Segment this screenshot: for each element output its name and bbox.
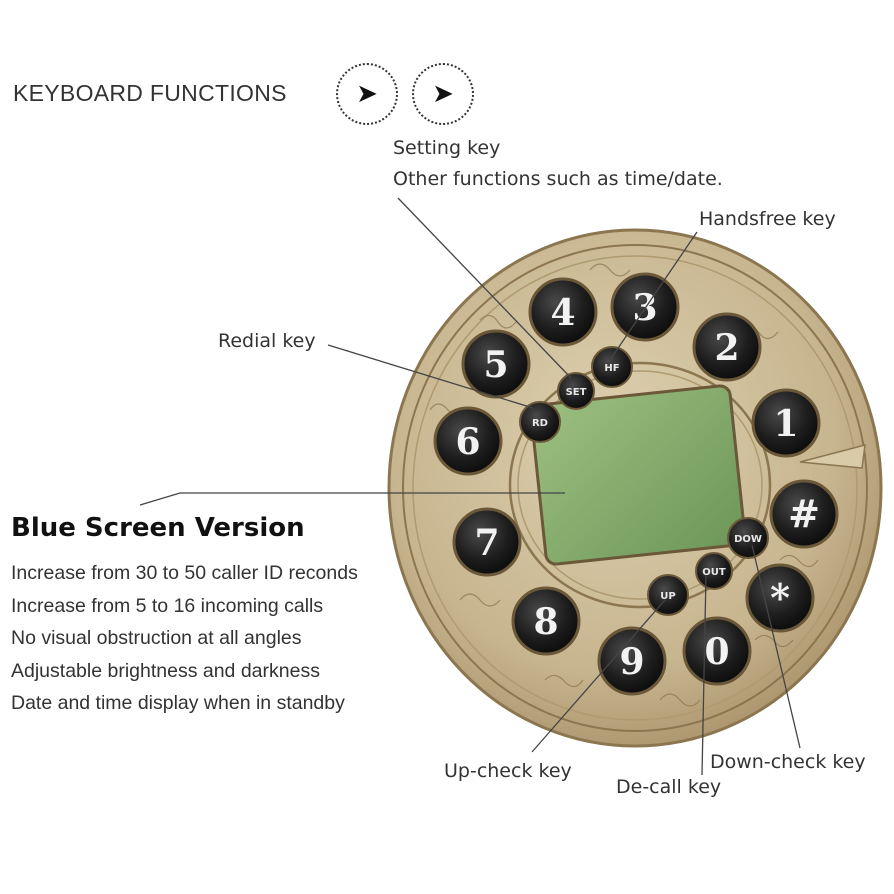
digit-key-label: 7: [474, 522, 499, 564]
function-key-label: DOW: [734, 534, 762, 545]
digit-key-9[interactable]: 9: [597, 626, 667, 696]
chevron-right-icon: ➤: [412, 63, 474, 125]
digit-key-0[interactable]: 0: [682, 616, 752, 686]
digit-key-8[interactable]: 8: [511, 586, 581, 656]
function-key-label: UP: [660, 591, 675, 602]
redial-key-label: Redial key: [218, 330, 316, 352]
digit-key-6[interactable]: 6: [433, 406, 503, 476]
digit-key-label: 5: [483, 344, 508, 386]
display-screen: [529, 384, 747, 566]
digit-key-4[interactable]: 4: [528, 277, 598, 347]
de-call-key-label: De-call key: [616, 776, 722, 798]
out-key[interactable]: OUT: [695, 552, 733, 590]
page-title: KEYBOARD FUNCTIONS: [13, 80, 287, 106]
digit-key-label: 2: [714, 327, 739, 369]
handsfree-key-label: Handsfree key: [699, 208, 836, 230]
feature-item: Increase from 30 to 50 caller ID reconds: [11, 562, 358, 584]
dow-key[interactable]: DOW: [727, 517, 769, 559]
digit-key-hash[interactable]: #: [769, 479, 839, 549]
digit-key-label: 0: [704, 631, 729, 673]
feature-item: Adjustable brightness and darkness: [11, 660, 320, 682]
version-title: Blue Screen Version: [11, 513, 305, 543]
digit-key-label: #: [788, 491, 820, 536]
digit-key-label: 8: [533, 601, 558, 643]
up-check-key-label: Up-check key: [444, 760, 572, 782]
set-key[interactable]: SET: [557, 372, 595, 410]
function-key-label: HF: [604, 363, 619, 374]
feature-item: Date and time display when in standby: [11, 692, 345, 714]
hf-key[interactable]: HF: [591, 346, 633, 388]
digit-key-5[interactable]: 5: [461, 329, 531, 399]
feature-item: Increase from 5 to 16 incoming calls: [11, 595, 324, 617]
feature-item: No visual obstruction at all angles: [11, 627, 302, 649]
setting-key-label: Setting key: [393, 137, 501, 159]
digit-key-2[interactable]: 2: [692, 312, 762, 382]
chevron-right-icon: ➤: [336, 63, 398, 125]
digit-key-3[interactable]: 3: [610, 272, 680, 342]
function-key-label: SET: [566, 387, 587, 398]
function-key-label: OUT: [702, 567, 726, 578]
digit-key-star[interactable]: *: [745, 563, 815, 633]
digit-key-label: *: [770, 575, 790, 620]
digit-key-label: 4: [550, 292, 575, 334]
down-check-key-label: Down-check key: [710, 751, 866, 773]
digit-key-label: 1: [773, 403, 798, 445]
digit-key-7[interactable]: 7: [452, 507, 522, 577]
digit-key-label: 6: [455, 421, 480, 463]
setting-key-description: Other functions such as time/date.: [393, 168, 723, 190]
function-key-label: RD: [532, 418, 548, 429]
digit-key-1[interactable]: 1: [751, 388, 821, 458]
up-key[interactable]: UP: [647, 574, 689, 616]
rd-key[interactable]: RD: [519, 401, 561, 443]
